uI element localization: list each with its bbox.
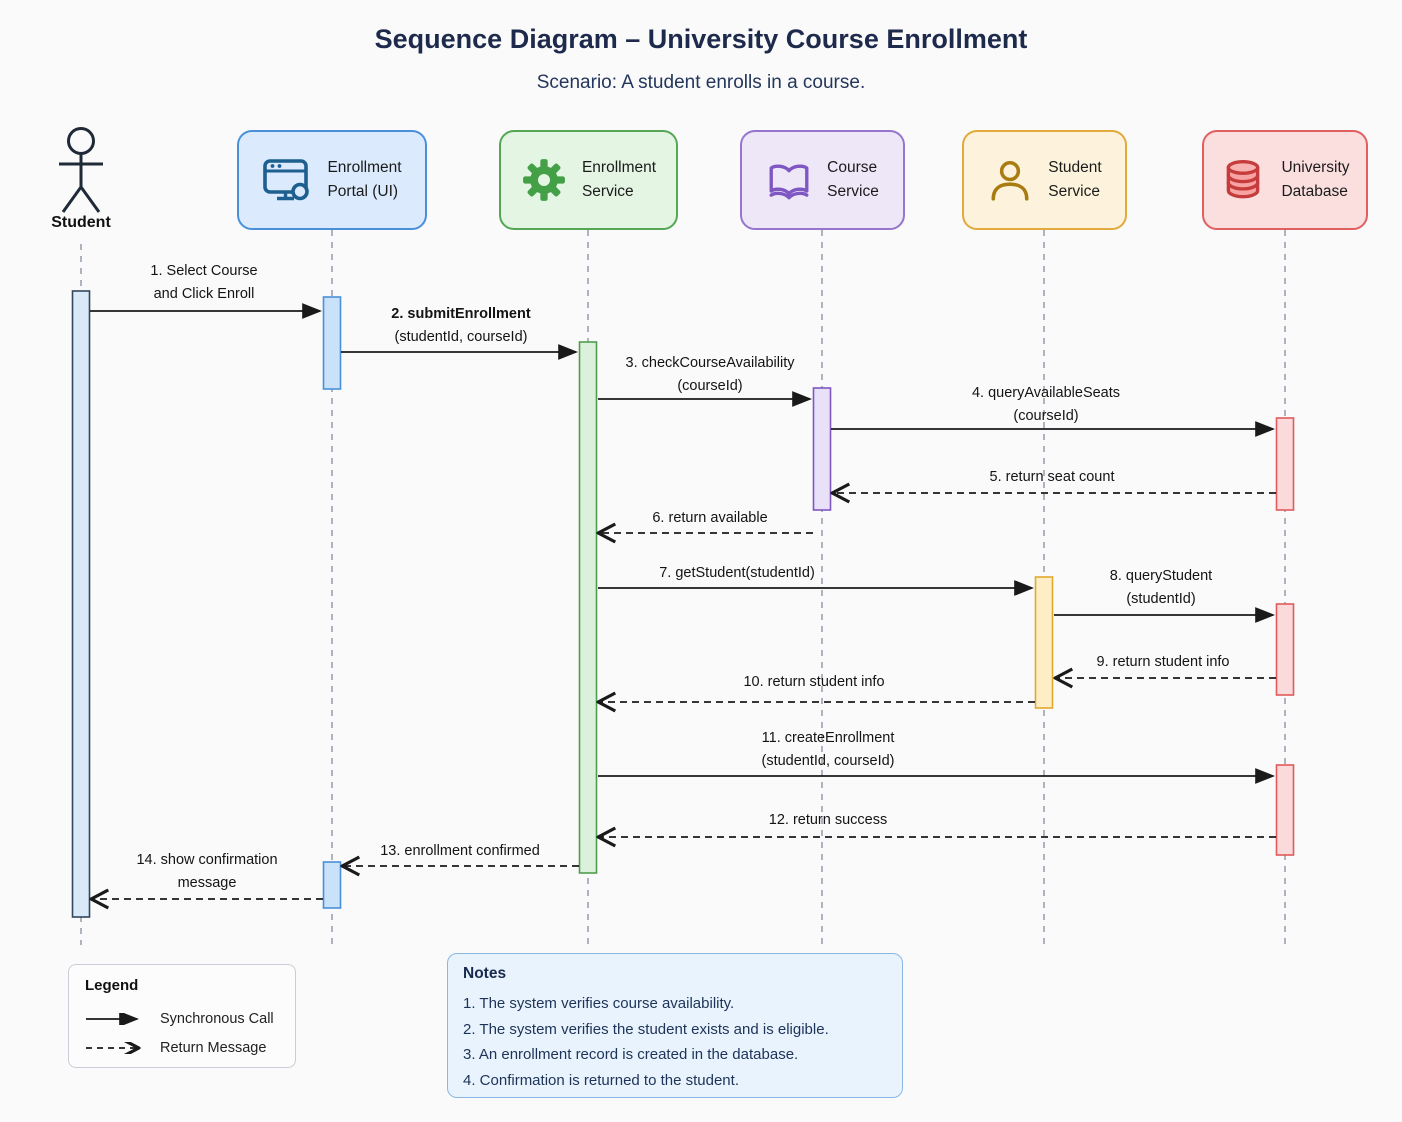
message-9-label: 9. return student info xyxy=(1096,654,1230,670)
notes-title: Notes xyxy=(463,965,507,982)
participant-label-line1: Enrollment xyxy=(327,159,402,176)
message-5-label: 5. return seat count xyxy=(989,469,1115,485)
participant-university-database: University Database xyxy=(1202,130,1368,230)
message-11-label: 11. createEnrollment (studentId, courseI… xyxy=(761,730,895,769)
message-14-label: 14. show confirmation message xyxy=(136,852,278,891)
legend-return-label: Return Message xyxy=(160,1039,267,1056)
message-13-label: 13. enrollment confirmed xyxy=(380,843,540,859)
activation-bar-portal-2 xyxy=(322,861,342,909)
message-12-label: 12. return success xyxy=(768,812,888,828)
message-8-label: 8. queryStudent (studentId) xyxy=(1109,568,1213,607)
legend-title: Legend xyxy=(85,977,139,994)
person-icon xyxy=(991,160,1029,201)
gear-icon xyxy=(523,159,565,201)
activation-bar-course-service xyxy=(812,387,832,511)
participant-label-line2: Service xyxy=(581,183,634,200)
activation-bar-database-3 xyxy=(1275,764,1295,856)
note-item: 4. Confirmation is returned to the stude… xyxy=(463,1071,739,1089)
note-item: 1. The system verifies course availabili… xyxy=(463,995,735,1012)
page-title: Sequence Diagram – University Course Enr… xyxy=(374,24,1028,54)
student-actor-figure xyxy=(59,127,103,213)
activation-bar-database-1 xyxy=(1275,417,1295,511)
participant-label-line1: University xyxy=(1281,159,1350,176)
activation-bar-student-service xyxy=(1034,576,1054,709)
participant-student-service: Student Service xyxy=(962,130,1127,230)
notes-box: Notes 1. The system verifies course avai… xyxy=(447,953,903,1098)
message-3-label: 3. checkCourseAvailability (courseId) xyxy=(625,355,795,394)
activation-bar-student xyxy=(71,290,91,918)
participant-label-line2: Service xyxy=(1048,183,1100,200)
message-4-label: 4. queryAvailableSeats (courseId) xyxy=(971,385,1121,424)
activation-bar-portal-1 xyxy=(322,296,342,390)
participant-enrollment-service: Enrollment Service xyxy=(499,130,678,230)
participant-label-line2: Database xyxy=(1281,183,1348,200)
browser-icon xyxy=(263,159,310,201)
participant-label-line2: Portal (UI) xyxy=(327,183,399,200)
note-item: 3. An enrollment record is created in th… xyxy=(463,1046,799,1063)
legend-box: Legend Synchronous Call Return Message xyxy=(68,964,296,1068)
participant-label-line1: Student xyxy=(1048,159,1102,176)
message-6-label: 6. return available xyxy=(652,510,768,526)
participant-student-label: Student xyxy=(51,214,111,231)
legend-sync-arrow-icon xyxy=(86,1012,139,1025)
message-2-label: 2. submitEnrollment (studentId, courseId… xyxy=(391,306,531,345)
participant-label-line1: Course xyxy=(827,159,878,176)
book-icon xyxy=(769,164,809,200)
page-subtitle: Scenario: A student enrolls in a course. xyxy=(536,72,866,93)
activation-bar-database-2 xyxy=(1275,603,1295,696)
legend-sync-label: Synchronous Call xyxy=(160,1010,274,1027)
message-1-label: 1. Select Course and Click Enroll xyxy=(150,263,258,302)
participant-course-service: Course Service xyxy=(740,130,905,230)
legend-return-arrow-icon xyxy=(86,1042,147,1054)
participant-label-line1: Enrollment xyxy=(581,159,657,176)
activation-bar-enrollment-service xyxy=(578,341,598,874)
database-icon xyxy=(1227,160,1260,199)
message-10-label: 10. return student info xyxy=(743,674,885,690)
participant-label-line2: Service xyxy=(827,183,879,200)
note-item: 2. The system verifies the student exist… xyxy=(463,1020,829,1038)
message-7-label: 7. getStudent(studentId) xyxy=(659,565,815,581)
participant-enrollment-portal: Enrollment Portal (UI) xyxy=(237,130,427,230)
